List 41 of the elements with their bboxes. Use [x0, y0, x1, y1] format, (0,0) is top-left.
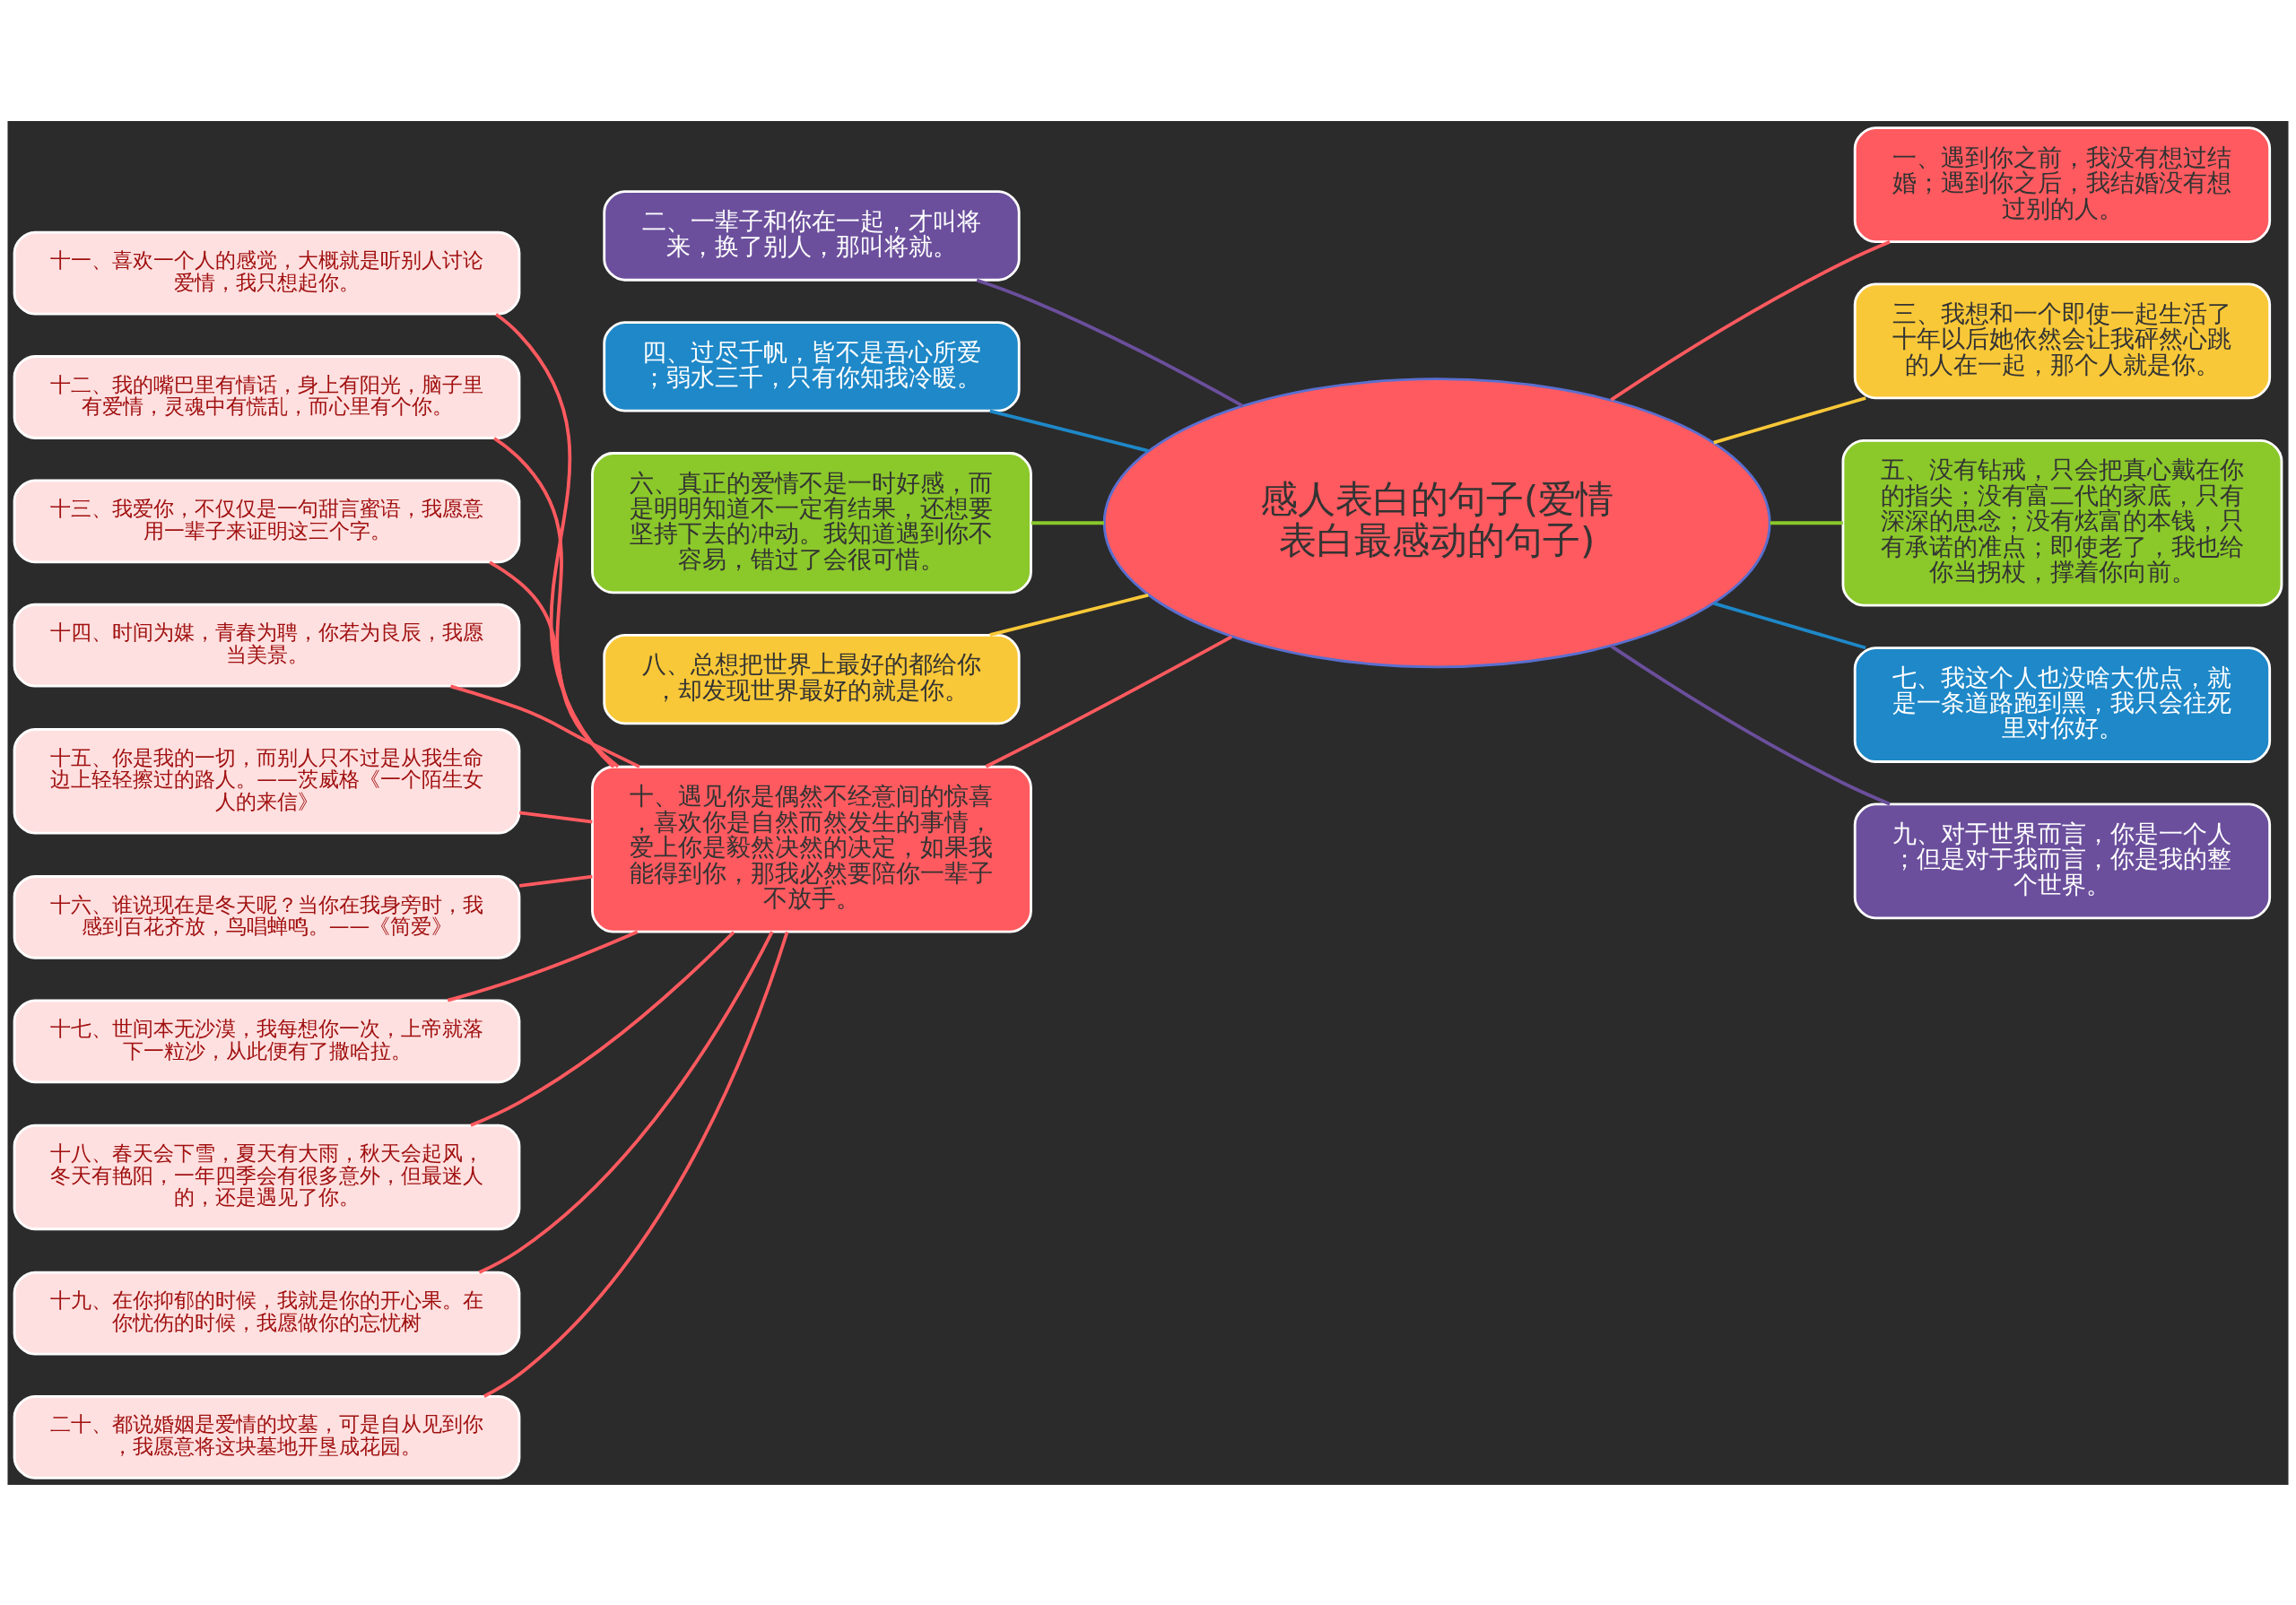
connector	[447, 929, 639, 1002]
node-box: 十二、我的嘴巴里有情话，身上有阳光，脑子里有爱情，灵魂中有慌乱，而心里有个你。	[13, 354, 521, 439]
node-box: 一、遇到你之前，我没有想过结婚；遇到你之后，我结婚没有想过别的人。	[1853, 126, 2272, 243]
connector	[989, 593, 1149, 637]
connector	[483, 931, 789, 1398]
connector	[518, 811, 593, 824]
connector	[493, 436, 616, 768]
node-box: 十八、春天会下雪，夏天有大雨，秋天会起风，冬天有艳阳，一年四季会有很多意外，但最迷人的，还是遇见了你。	[13, 1124, 521, 1230]
connector	[1770, 520, 1843, 525]
node-box: 十六、谁说现在是冬天呢？当你在我身旁时，我感到百花齐放，鸟唱蝉鸣。——《简爱》	[13, 874, 521, 959]
node-box: 十三、我爱你，不仅仅是一句甜言蜜语，我愿意用一辈子来证明这三个字。	[13, 478, 521, 563]
connector	[985, 635, 1233, 768]
node-box: 八、总想把世界上最好的都给你，却发现世界最好的就是你。	[603, 633, 1021, 724]
node-box: 三、我想和一个即使一起生活了十年以后她依然会让我砰然心跳的人在一起，那个人就是你。	[1853, 282, 2272, 399]
connector	[989, 409, 1149, 453]
node-box: 七、我这个人也没啥大优点，就是一条道路跑到黑，我只会往死里对你好。	[1853, 646, 2272, 763]
connector	[518, 874, 593, 888]
node-box: 四、过尽千帆，皆不是吾心所爱；弱水三千，只有你知我冷暖。	[603, 320, 1021, 412]
connector	[1713, 601, 1866, 649]
node-box: 二十、都说婚姻是爱情的坟墓，可是自从见到你，我愿意将这块墓地开垦成花园。	[13, 1394, 521, 1479]
node-box: 九、对于世界而言，你是一个人；但是对于我而言，你是我的整个世界。	[1853, 802, 2272, 919]
node-box: 六、真正的爱情不是一时好感，而是明明知道不一定有结果，还想要坚持下去的冲动。我知道遇到你不容易，错过了会很可惜。	[591, 451, 1032, 594]
connector	[1610, 644, 1891, 805]
connector	[1610, 239, 1891, 401]
node-box: 十五、你是我的一切，而别人只不过是从我生命边上轻轻擦过的路人。——茨威格《一个陌生女人的来信》	[13, 727, 521, 835]
node-ellipse: 感人表白的句子(爱情表白最感动的句子)	[1102, 377, 1771, 668]
connector	[1031, 520, 1104, 525]
connector	[478, 930, 774, 1274]
connector	[494, 312, 614, 768]
node-box: 十一、喜欢一个人的感觉，大概就是听别人讨论爱情，我只想起你。	[13, 230, 521, 316]
node-box: 五、没有钻戒，只会把真心戴在你的指尖；没有富二代的家底，只有深深的思念；没有炫富的本钱，只有承诺的准点；即使老了，我也给你当拐杖，撑着你向前。	[1841, 438, 2283, 607]
connector	[470, 930, 735, 1127]
node-box: 二、一辈子和你在一起，才叫将来，换了别人，那叫将就。	[603, 189, 1021, 282]
connector	[976, 278, 1244, 407]
node-box: 十九、在你抑郁的时候，我就是你的开心果。在你忧伤的时候，我愿做你的忘忧树	[13, 1271, 521, 1355]
connector	[1713, 395, 1866, 444]
node-box: 十四、时间为媒，青春为聘，你若为良辰，我愿当美景。	[13, 603, 521, 688]
node-box: 十、遇见你是偶然不经意间的惊喜，喜欢你是自然而然发生的事情，爱上你是毅然决然的决定，如果我能得到你，那我必然要陪你一辈子不放手。	[591, 765, 1032, 933]
connector	[449, 684, 640, 768]
connector	[489, 560, 620, 768]
node-box: 十七、世间本无沙漠，我每想你一次，上帝就落下一粒沙，从此便有了撒哈拉。	[13, 998, 521, 1083]
